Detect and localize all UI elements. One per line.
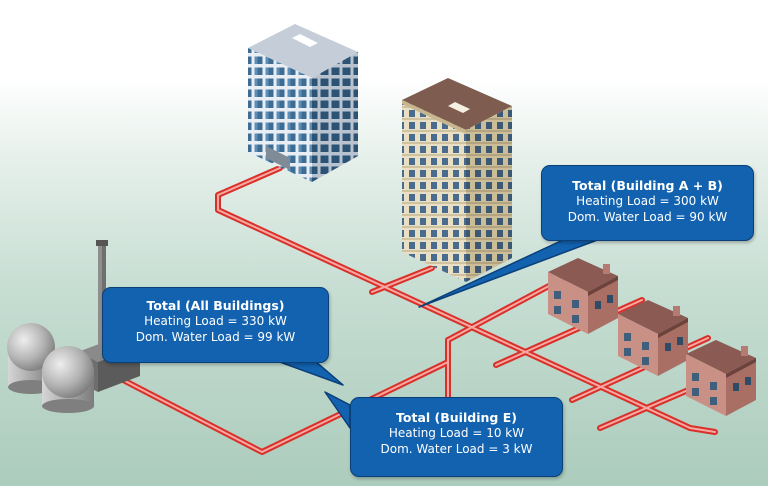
house-icon <box>548 258 618 334</box>
callout-building-ab-water-load: Dom. Water Load = 90 kW <box>542 210 753 226</box>
callout-all-buildings-title: Total (All Buildings) <box>103 298 328 314</box>
callout-building-e-water-load: Dom. Water Load = 3 kW <box>351 442 562 458</box>
office-tower-icon <box>248 24 358 182</box>
callout-all-buildings-water-load: Dom. Water Load = 99 kW <box>103 330 328 346</box>
callout-building-ab-title: Total (Building A + B) <box>542 178 753 194</box>
house-icon <box>686 340 756 416</box>
callout-all-buildings-heating-load: Heating Load = 330 kW <box>103 314 328 330</box>
apartment-tower-icon <box>402 78 512 282</box>
callout-building-ab: Total (Building A + B) Heating Load = 30… <box>541 165 754 241</box>
callout-building-e-title: Total (Building E) <box>351 410 562 426</box>
callout-all-buildings: Total (All Buildings) Heating Load = 330… <box>102 287 329 363</box>
callout-building-e-heating-load: Heating Load = 10 kW <box>351 426 562 442</box>
house-icon <box>618 300 688 376</box>
callout-building-e: Total (Building E) Heating Load = 10 kW … <box>350 397 563 477</box>
callout-building-ab-heating-load: Heating Load = 300 kW <box>542 194 753 210</box>
storage-tank-icon <box>42 346 94 413</box>
callout-all-pointer <box>277 361 343 385</box>
